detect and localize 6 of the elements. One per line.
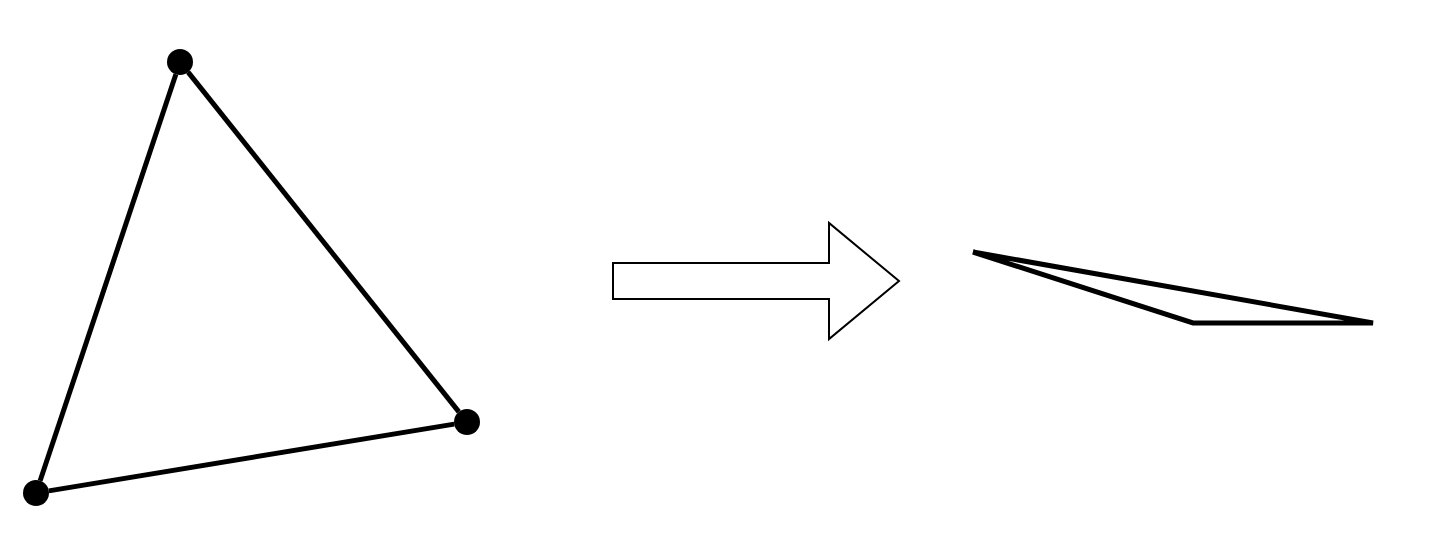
triangle-side xyxy=(37,73,179,482)
triangle-side xyxy=(48,421,455,494)
vertex-dot xyxy=(167,49,193,75)
vertex-dot xyxy=(454,409,480,435)
triangle-side xyxy=(186,70,461,414)
vertex-dot xyxy=(23,480,49,506)
